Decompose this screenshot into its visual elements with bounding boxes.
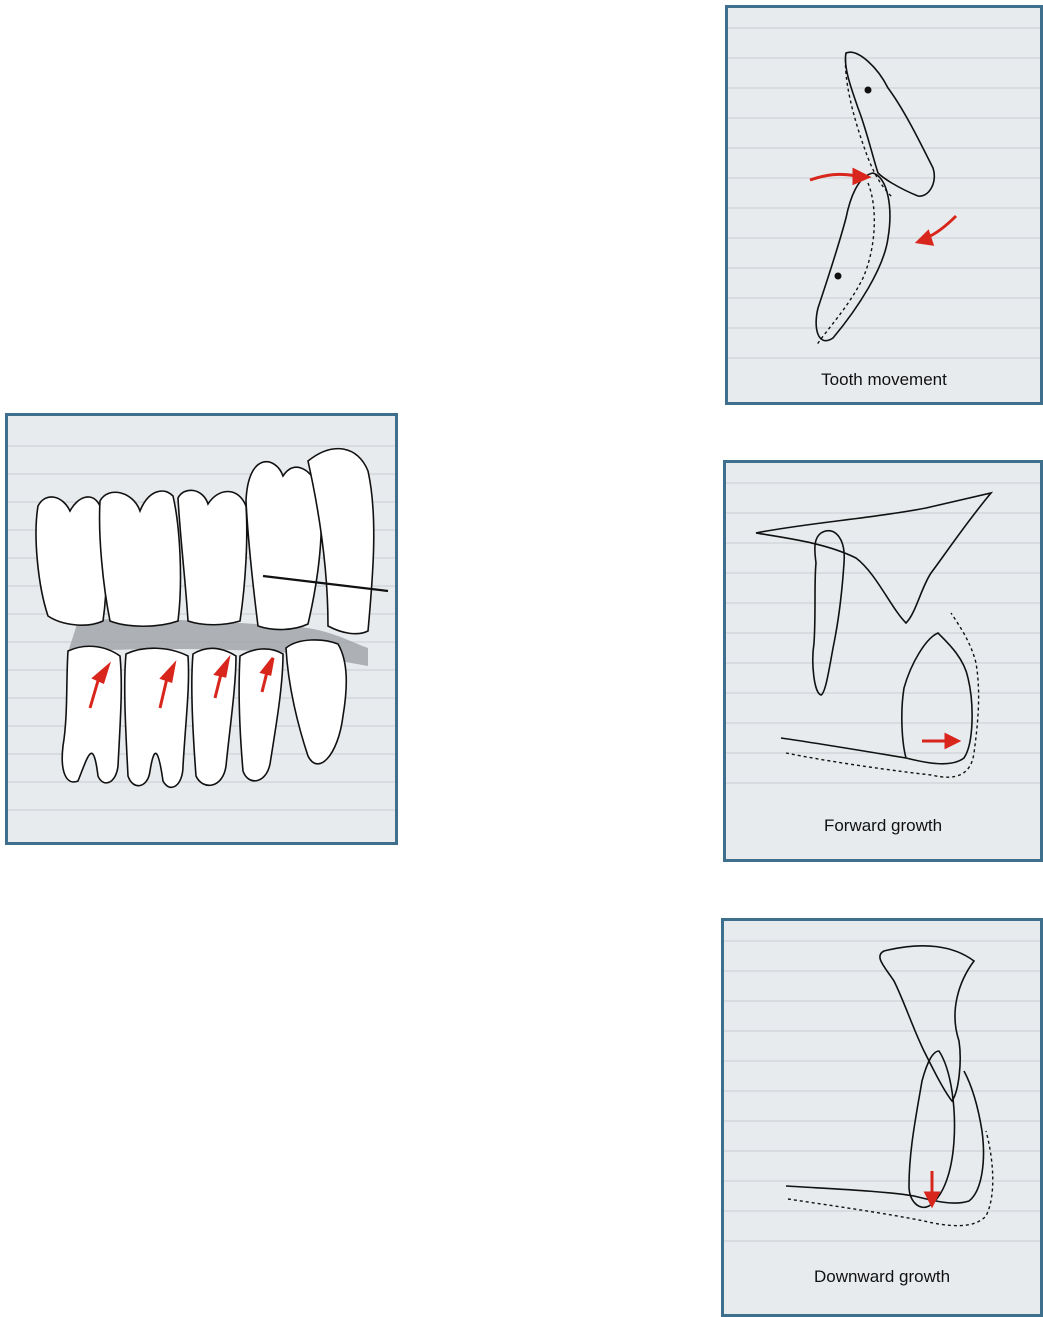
forward-growth-caption: Forward growth	[726, 816, 1040, 836]
upper-reference-dot	[865, 87, 872, 94]
lower-incisor-outline	[816, 173, 890, 341]
upper-teeth	[36, 449, 374, 634]
downward-growth-arrow	[926, 1171, 938, 1205]
background-text-lines	[726, 483, 1040, 783]
upper-incisor-outline	[880, 946, 974, 1101]
dentition-panel	[5, 413, 398, 845]
dentition-drawing	[8, 416, 395, 842]
lower-teeth	[62, 640, 346, 787]
downward-growth-caption: Downward growth	[724, 1267, 1040, 1287]
mandible-outline	[781, 633, 972, 764]
forward-growth-panel: Forward growth	[723, 460, 1043, 862]
tooth-outline	[813, 531, 844, 695]
tooth-movement-panel: Tooth movement	[725, 5, 1043, 405]
lower-reference-dot	[835, 273, 842, 280]
tooth-movement-caption: Tooth movement	[728, 370, 1040, 390]
background-text-lines	[724, 941, 1040, 1241]
forward-growth-arrow	[922, 735, 958, 747]
tooth-movement-drawing	[728, 8, 1040, 402]
forward-growth-drawing	[726, 463, 1040, 859]
downward-growth-drawing	[724, 921, 1040, 1314]
background-text-lines	[728, 28, 1040, 358]
downward-growth-panel: Downward growth	[721, 918, 1043, 1317]
